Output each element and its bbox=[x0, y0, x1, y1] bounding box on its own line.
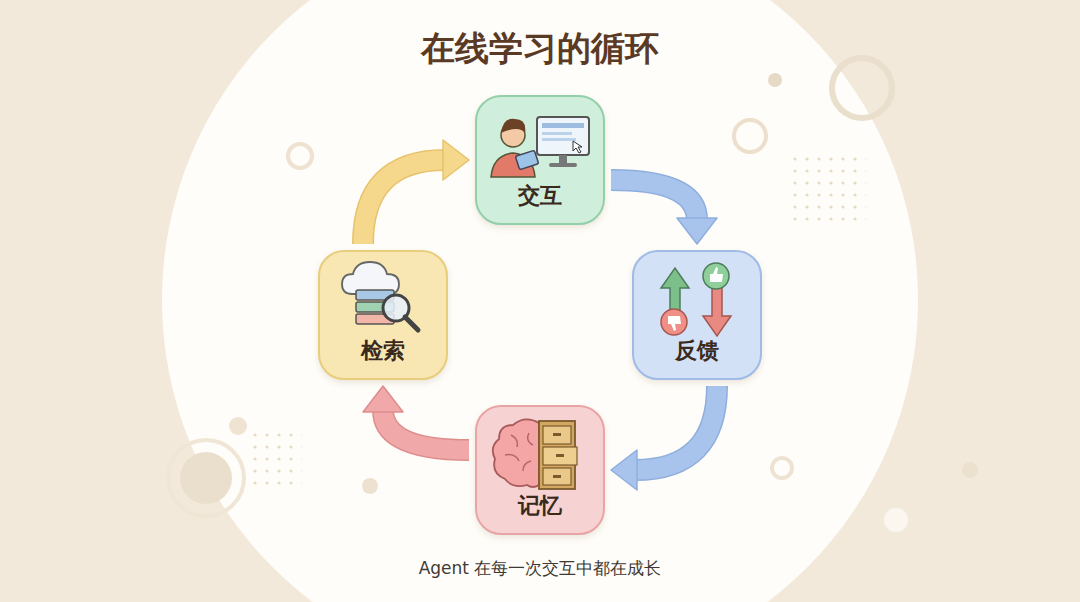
decor-ring bbox=[288, 144, 312, 168]
node-label: 记忆 bbox=[518, 493, 562, 519]
cycle-arrow bbox=[363, 386, 469, 450]
process-box: 反馈 bbox=[632, 250, 762, 380]
retrieval-icon bbox=[342, 262, 418, 330]
node-label: 反馈 bbox=[675, 338, 719, 364]
decor-dot bbox=[362, 478, 378, 494]
decor-dot bbox=[884, 508, 908, 532]
feedback-icon bbox=[661, 263, 731, 336]
node-label: 交互 bbox=[518, 183, 562, 209]
dot-grid bbox=[790, 150, 866, 226]
decor-ring bbox=[168, 440, 244, 516]
decor-dot bbox=[229, 417, 247, 435]
decor-ring bbox=[734, 120, 766, 152]
process-box: 交互 bbox=[475, 95, 605, 225]
cycle-arrow bbox=[611, 180, 717, 244]
diagram-title: 在线学习的循环 bbox=[0, 28, 1080, 69]
diagram-caption: Agent 在每一次交互中都在成长 bbox=[0, 558, 1080, 578]
white-disc bbox=[162, 0, 918, 602]
process-box: 记忆 bbox=[475, 405, 605, 535]
decor-dot bbox=[180, 452, 232, 504]
decor-ring bbox=[832, 58, 892, 118]
cycle-arrow bbox=[611, 386, 717, 490]
memory-icon bbox=[493, 419, 577, 489]
interaction-icon bbox=[491, 117, 589, 177]
cycle-arrow bbox=[363, 140, 469, 244]
decor-ring bbox=[772, 458, 792, 478]
node-label: 检索 bbox=[361, 338, 405, 364]
dot-grid bbox=[252, 430, 302, 490]
decor-dot bbox=[768, 73, 782, 87]
decor-dot bbox=[962, 462, 978, 478]
process-box: 检索 bbox=[318, 250, 448, 380]
